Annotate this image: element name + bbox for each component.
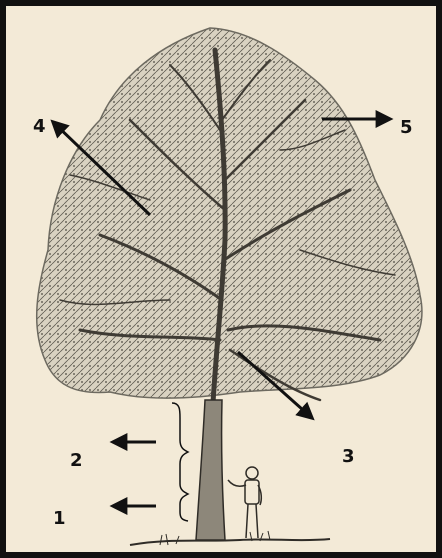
label-5: 5 [400, 119, 413, 137]
label-2: 2 [70, 452, 83, 470]
label-4: 4 [33, 118, 46, 136]
brace-upper [172, 403, 188, 464]
label-1: 1 [53, 510, 66, 528]
brace-lower [180, 464, 188, 521]
person-figure [228, 467, 261, 538]
label-3: 3 [342, 448, 355, 466]
tree-trunk [196, 400, 225, 540]
tree-crown [37, 28, 422, 420]
